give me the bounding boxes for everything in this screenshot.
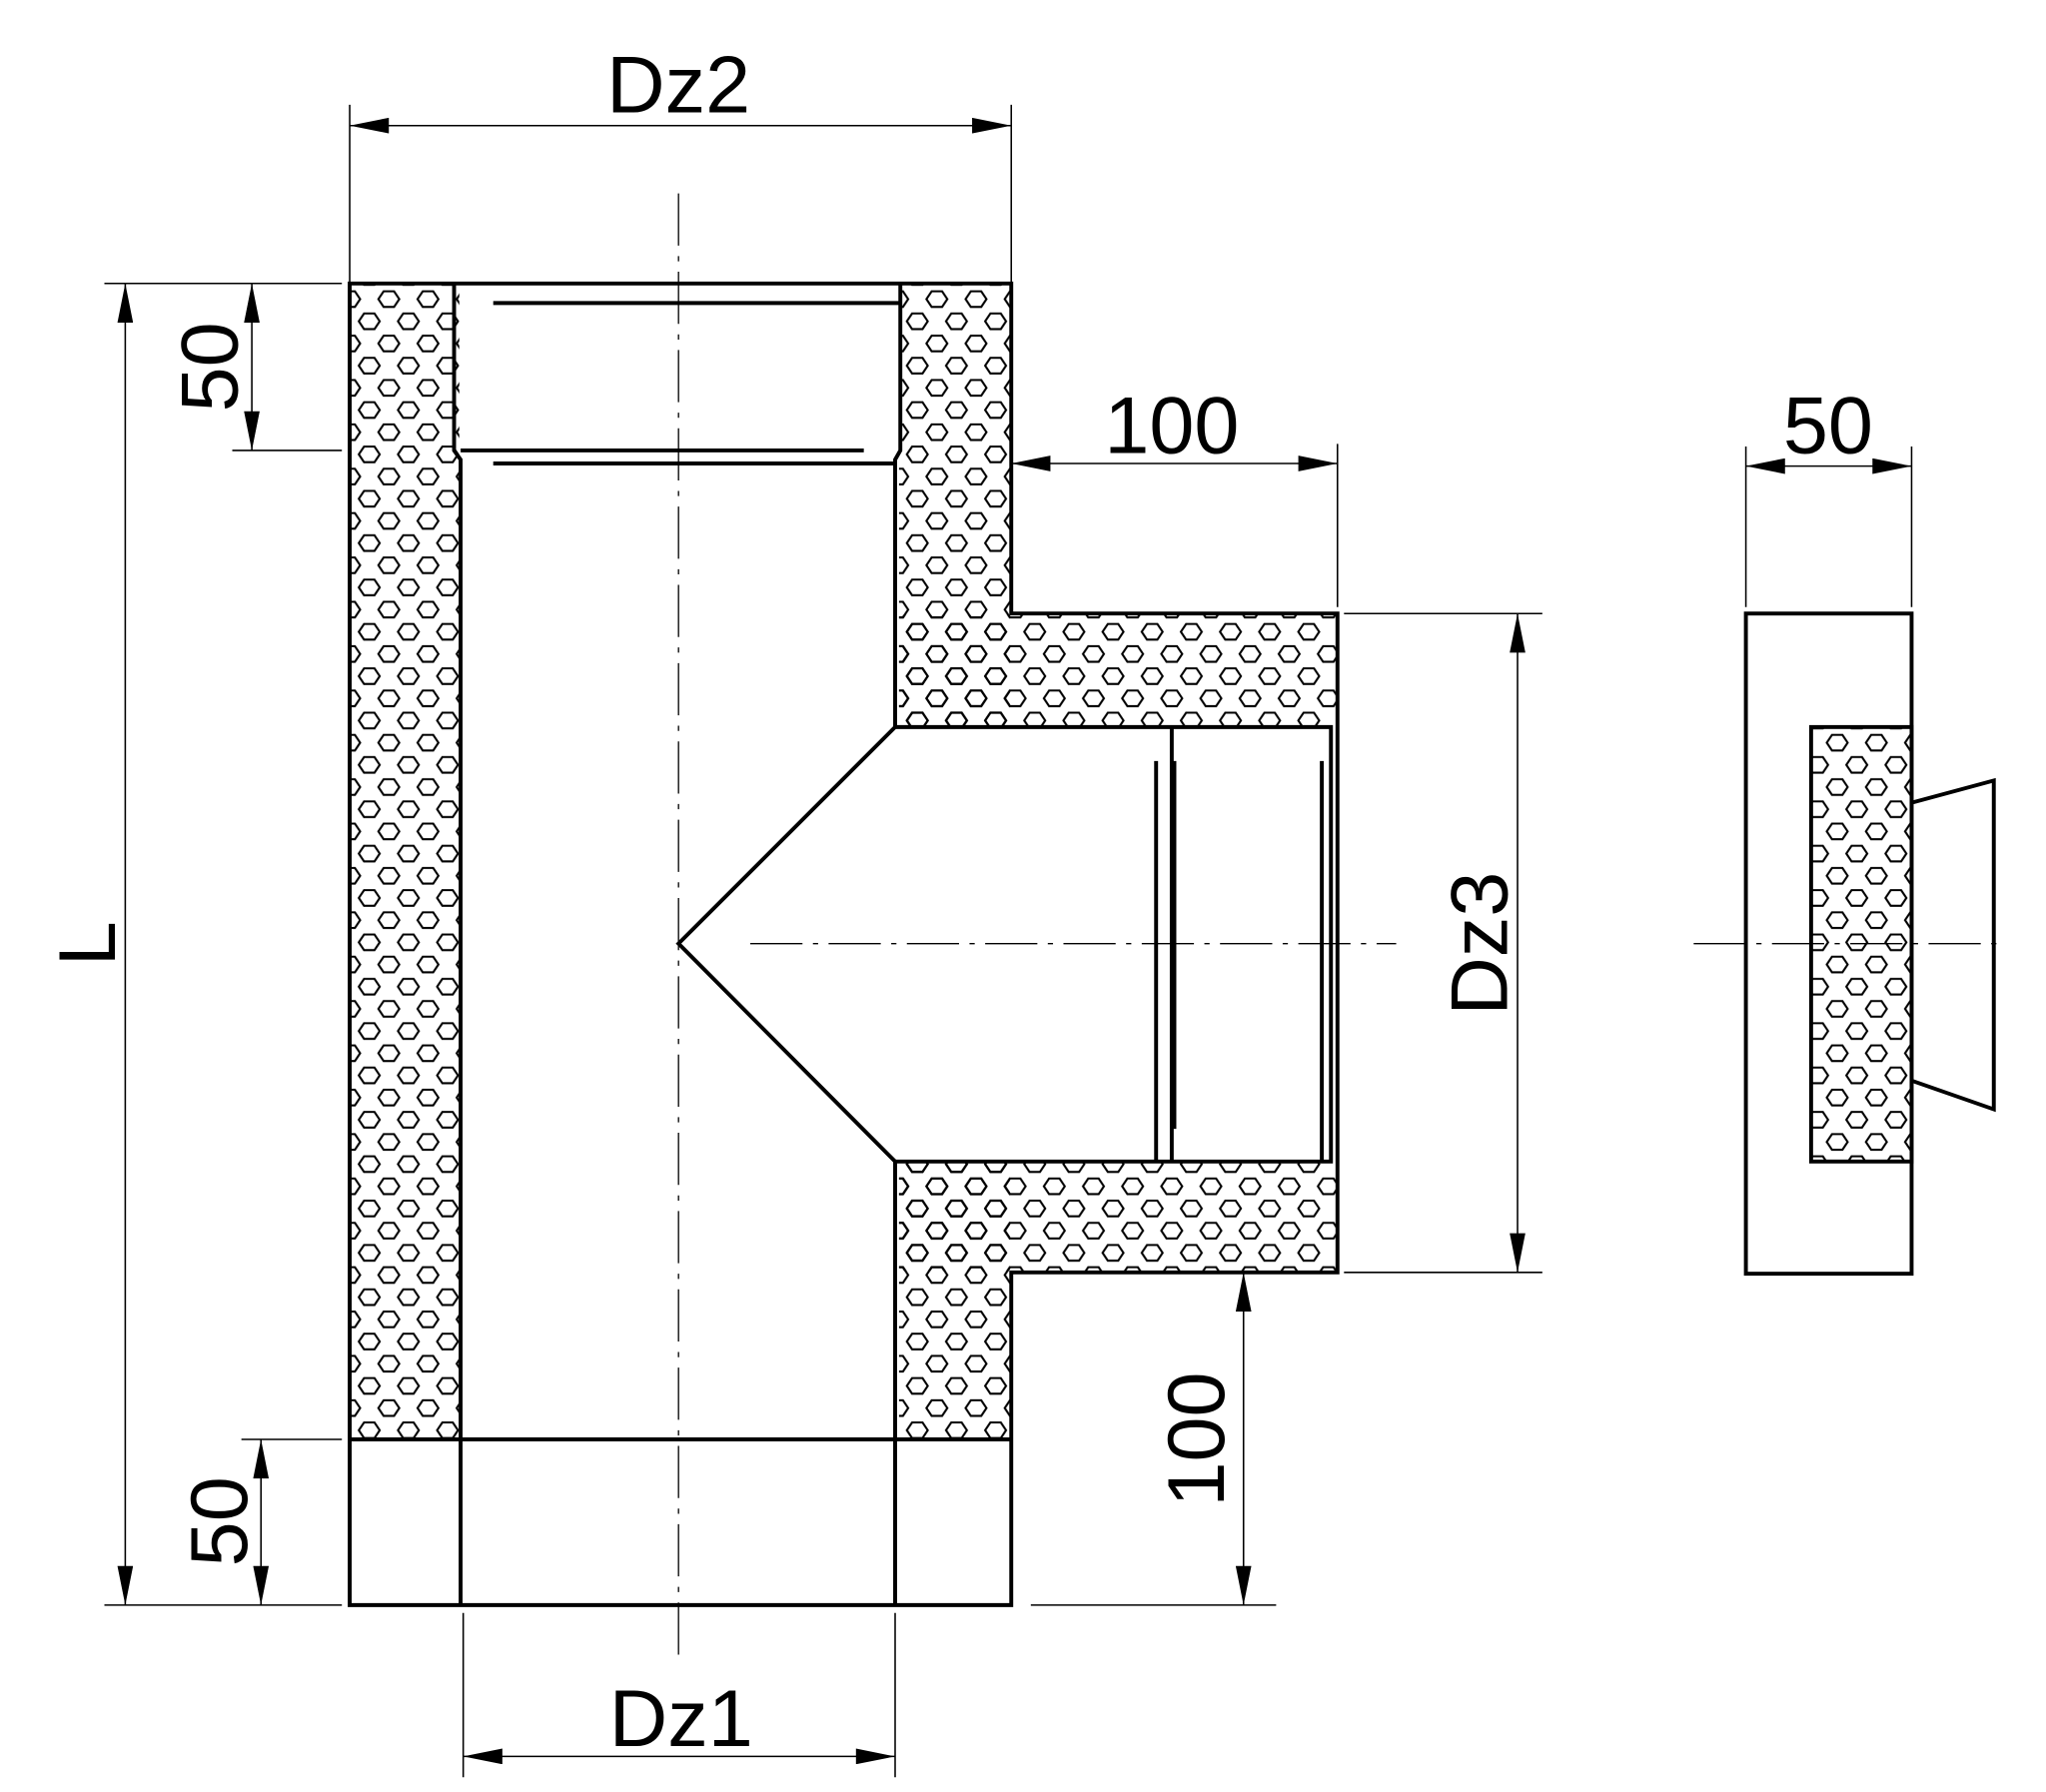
extension-lines [104,104,1913,1778]
dim-socket-bottom: 50 [175,1476,265,1566]
dimension-lines [117,117,1912,1765]
dim-length: L [43,921,133,966]
dim-socket-top: 50 [166,322,256,412]
side-view [1693,611,2007,1277]
dim-branch-top: 100 [1104,382,1239,471]
dim-side-width: 50 [1783,382,1873,471]
dim-dz1: Dz1 [609,1674,753,1764]
dim-dz3: Dz3 [1436,872,1526,1016]
dim-dz2: Dz2 [606,41,750,131]
main-pipe [348,281,1340,1607]
branch-bore [461,728,1334,1161]
dim-branch-bottom: 100 [1152,1371,1242,1506]
